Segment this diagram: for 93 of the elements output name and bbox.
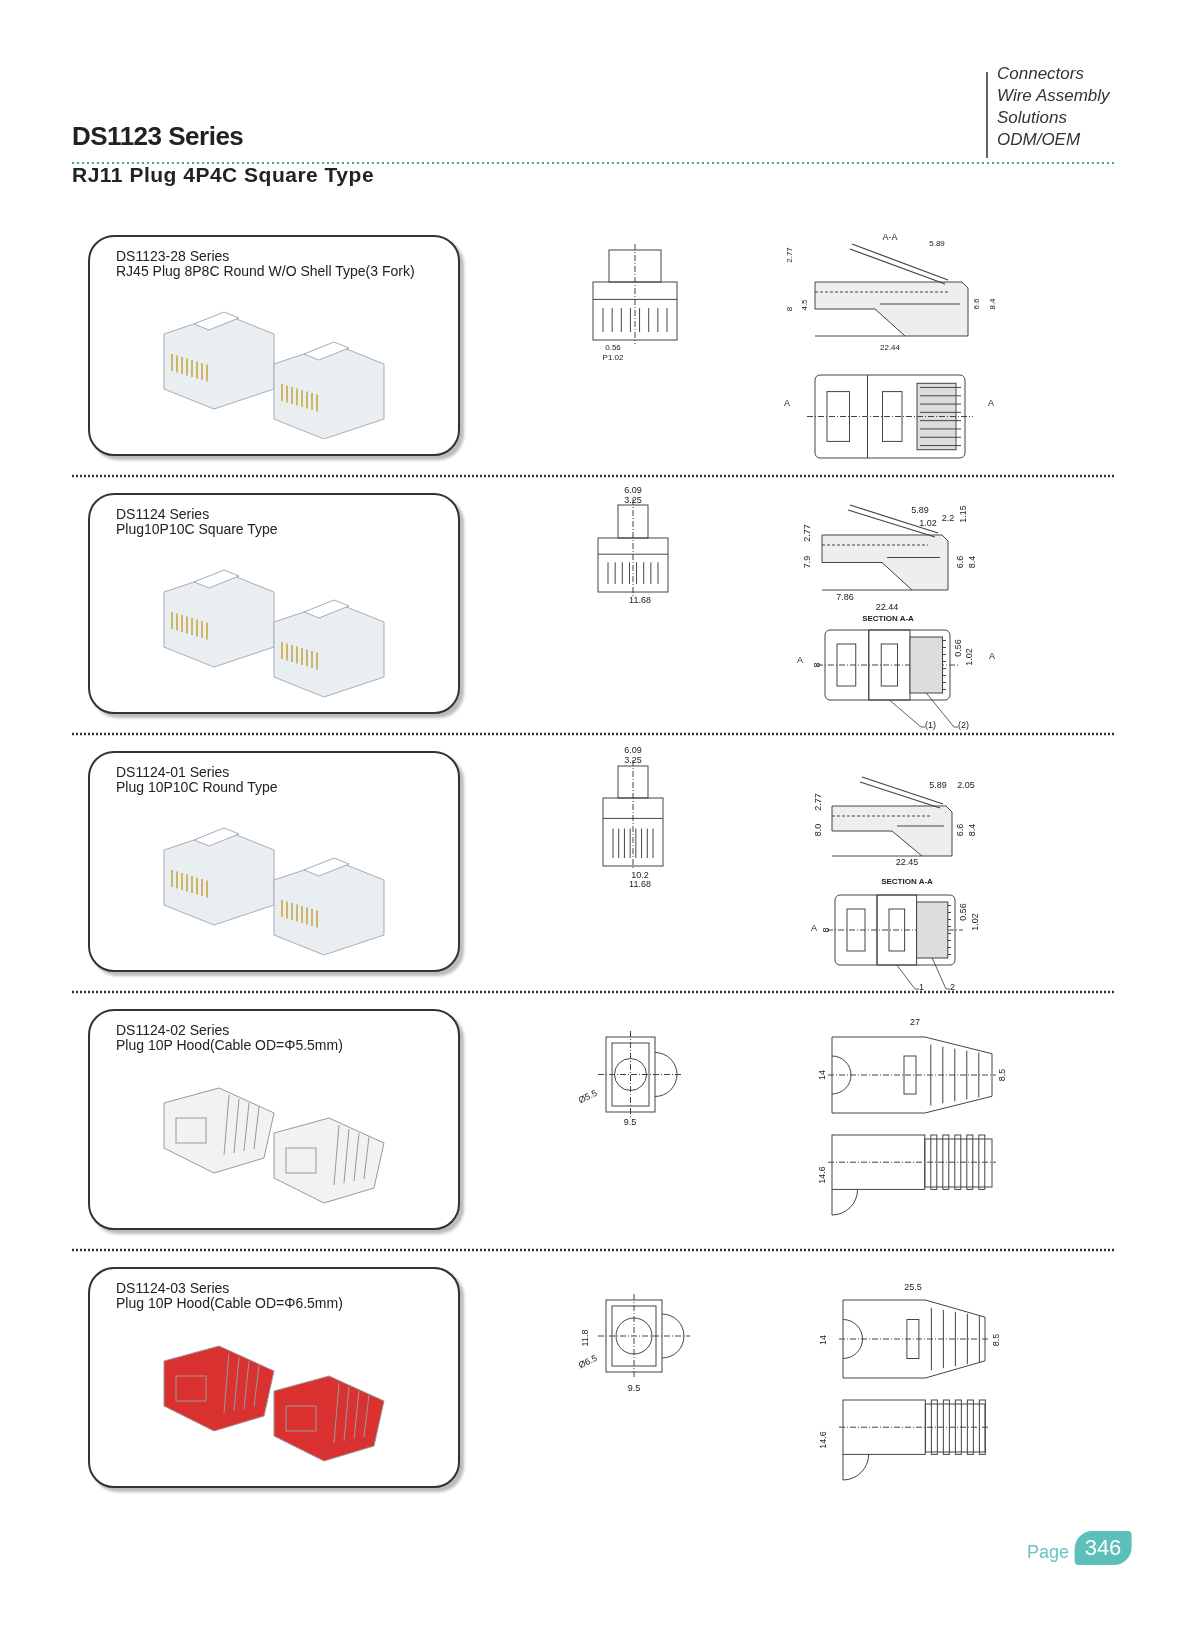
dimension-label: 14.6 xyxy=(817,1166,827,1184)
dimension-label: 10.2 xyxy=(631,870,649,880)
dimension-label: 6.6 xyxy=(955,823,965,837)
product-card xyxy=(88,235,460,456)
dimension-label: 22.44 xyxy=(875,602,899,612)
tagline: Solutions xyxy=(997,108,1067,126)
callout-number: (2) xyxy=(958,721,978,733)
section-marker: A xyxy=(784,398,790,408)
dimension-label: 8 xyxy=(786,306,794,312)
dimension-label: P1.02 xyxy=(602,354,624,362)
product-card xyxy=(88,493,460,714)
product-card xyxy=(88,1009,460,1230)
dimension-label: 22.45 xyxy=(895,857,919,867)
page-title: DS1123 Series xyxy=(72,123,244,149)
leader-line xyxy=(889,699,926,728)
dimension-label: 14.6 xyxy=(818,1431,828,1449)
dimension-label: 8.0 xyxy=(813,823,823,837)
section-marker: A xyxy=(988,398,994,408)
leader-line xyxy=(931,957,951,990)
series-name: DS1124-03 Series xyxy=(116,1281,230,1295)
dimension-label: 4.5 xyxy=(801,299,809,311)
dimension-label: 8.5 xyxy=(991,1333,1001,1347)
section-caption: SECTION A-A xyxy=(862,615,914,623)
dimension-label: 0.56 xyxy=(958,903,968,921)
section-caption: SECTION A-A xyxy=(881,878,933,886)
dimension-label: 9.5 xyxy=(623,1117,637,1127)
contact-block xyxy=(916,901,949,959)
dimension-label: 2.77 xyxy=(802,524,812,542)
series-name: DS1124 Series xyxy=(116,507,210,521)
dimension-label: 14 xyxy=(817,1070,827,1080)
callout-number: 2 xyxy=(950,983,960,995)
product-card xyxy=(88,751,460,972)
dimension-label: 8.4 xyxy=(967,823,977,837)
subtitle: RJ11 Plug 4P4C Square Type xyxy=(72,163,375,185)
series-name: DS1124-02 Series xyxy=(116,1023,230,1037)
dimension-label: 0.56 xyxy=(953,639,963,657)
section-marker: A xyxy=(797,655,803,665)
product-description: Plug 10P Hood(Cable OD=Φ5.5mm) xyxy=(116,1038,343,1052)
dimension-label: 8.5 xyxy=(997,1068,1007,1082)
dimension-label: 8 xyxy=(821,927,831,933)
series-name: DS1123-28 Series xyxy=(116,249,230,263)
page-label: Page xyxy=(1027,1543,1069,1561)
dimension-label: 2.77 xyxy=(786,247,794,263)
dimension-label: Ø6.5 xyxy=(577,1353,599,1371)
dimension-label: 5.89 xyxy=(911,505,929,515)
product-description: Plug10P10C Square Type xyxy=(116,522,278,536)
callout-number: (1) xyxy=(925,721,945,733)
dimension-label: 0.56 xyxy=(605,344,621,352)
dimension-label: 7.86 xyxy=(836,592,854,602)
tagline: ODM/OEM xyxy=(997,130,1081,148)
product-description: Plug 10P10C Round Type xyxy=(116,780,278,794)
dimension-label: 1.02 xyxy=(970,913,980,931)
product-card xyxy=(88,1267,460,1488)
dimension-label: 8.4 xyxy=(989,298,997,310)
dimension-label: 27 xyxy=(910,1017,920,1027)
dimension-label: 2.05 xyxy=(957,780,975,790)
dimension-label: 6.09 xyxy=(624,745,642,755)
section-marker: A-A xyxy=(882,232,898,242)
dimension-label: 22.44 xyxy=(880,344,900,352)
product-description: RJ45 Plug 8P8C Round W/O Shell Type(3 Fork) xyxy=(116,264,415,278)
dimension-label: 9.5 xyxy=(627,1383,641,1393)
dimension-label: 3.25 xyxy=(624,495,642,505)
page-number: 346 xyxy=(1074,1531,1132,1565)
dimension-label: 6.6 xyxy=(955,555,965,569)
dimension-label: 25.5 xyxy=(904,1282,922,1292)
tagline: Connectors xyxy=(997,64,1084,82)
dimension-label: 8.4 xyxy=(967,555,977,569)
section-marker: A xyxy=(811,923,817,933)
dimension-label: 2.2 xyxy=(941,513,955,523)
dimension-label: 2.77 xyxy=(813,793,823,811)
leader-line xyxy=(925,692,959,728)
dimension-label: 3.25 xyxy=(624,755,642,765)
dimension-label: 8 xyxy=(812,662,822,668)
dimension-label: 11.68 xyxy=(629,595,651,605)
tagline: Wire Assembly xyxy=(997,86,1110,104)
dimension-label: 1.02 xyxy=(964,648,974,666)
dimension-label: 6.09 xyxy=(624,485,642,495)
series-name: DS1124-01 Series xyxy=(116,765,230,779)
dimension-label: 11.68 xyxy=(629,879,651,889)
section-marker: A xyxy=(989,651,995,661)
dimension-label: 6.6 xyxy=(973,298,981,310)
contact-block xyxy=(909,636,943,694)
dimension-label: 1.15 xyxy=(958,505,968,523)
dimension-label: 7.9 xyxy=(802,555,812,569)
dimension-label: 14 xyxy=(818,1335,828,1345)
product-description: Plug 10P Hood(Cable OD=Φ6.5mm) xyxy=(116,1296,343,1310)
leader-line xyxy=(896,964,920,990)
dimension-label: 5.89 xyxy=(929,780,947,790)
dimension-label: Ø5.5 xyxy=(577,1088,599,1106)
callout-number: 1 xyxy=(919,983,929,995)
dimension-label: 1.02 xyxy=(919,518,937,528)
dimension-label: 11.8 xyxy=(580,1329,590,1347)
dimension-label: 5.89 xyxy=(929,240,945,248)
